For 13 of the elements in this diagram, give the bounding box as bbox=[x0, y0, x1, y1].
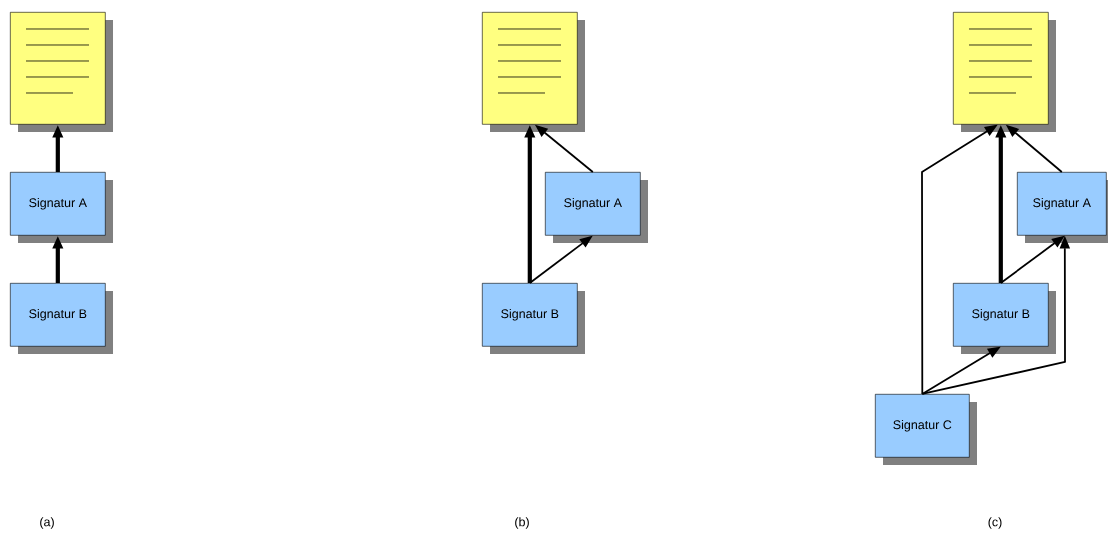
document-box bbox=[482, 12, 585, 132]
signature-box: Signatur C bbox=[875, 394, 977, 465]
document-box bbox=[10, 12, 113, 132]
panel-label: (c) bbox=[988, 517, 1002, 529]
document-box bbox=[953, 12, 1056, 132]
signature-box: Signatur A bbox=[545, 172, 648, 243]
panel-label: (a) bbox=[40, 517, 54, 529]
signature-box: Signatur B bbox=[953, 283, 1056, 354]
panel-label: (b) bbox=[515, 517, 529, 529]
signature-box: Signatur B bbox=[482, 283, 585, 354]
signature-box: Signatur A bbox=[10, 172, 113, 243]
signature-box: Signatur A bbox=[1017, 172, 1108, 243]
signature-box: Signatur B bbox=[10, 283, 113, 354]
